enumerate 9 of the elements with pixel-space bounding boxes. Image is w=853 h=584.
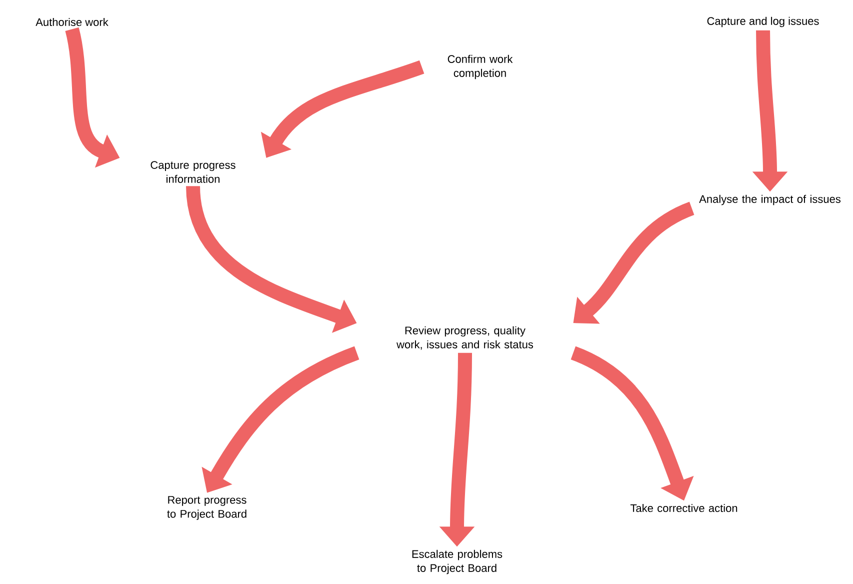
step-label: Authorise work — [36, 18, 108, 26]
step-label: Capture and log issues — [707, 16, 819, 28]
step-label: Review progress, quality work, issues and risk status — [396, 326, 534, 350]
step-label: Report progress to Project Board — [167, 496, 246, 520]
step-label: Confirm work completion — [448, 54, 513, 80]
step-label: Capture progress information — [150, 161, 236, 183]
step-label: Take corrective action — [630, 504, 738, 512]
step-label: Analyse the impact of issues — [699, 194, 840, 206]
step-label: Escalate problems to Project Board — [412, 550, 502, 574]
